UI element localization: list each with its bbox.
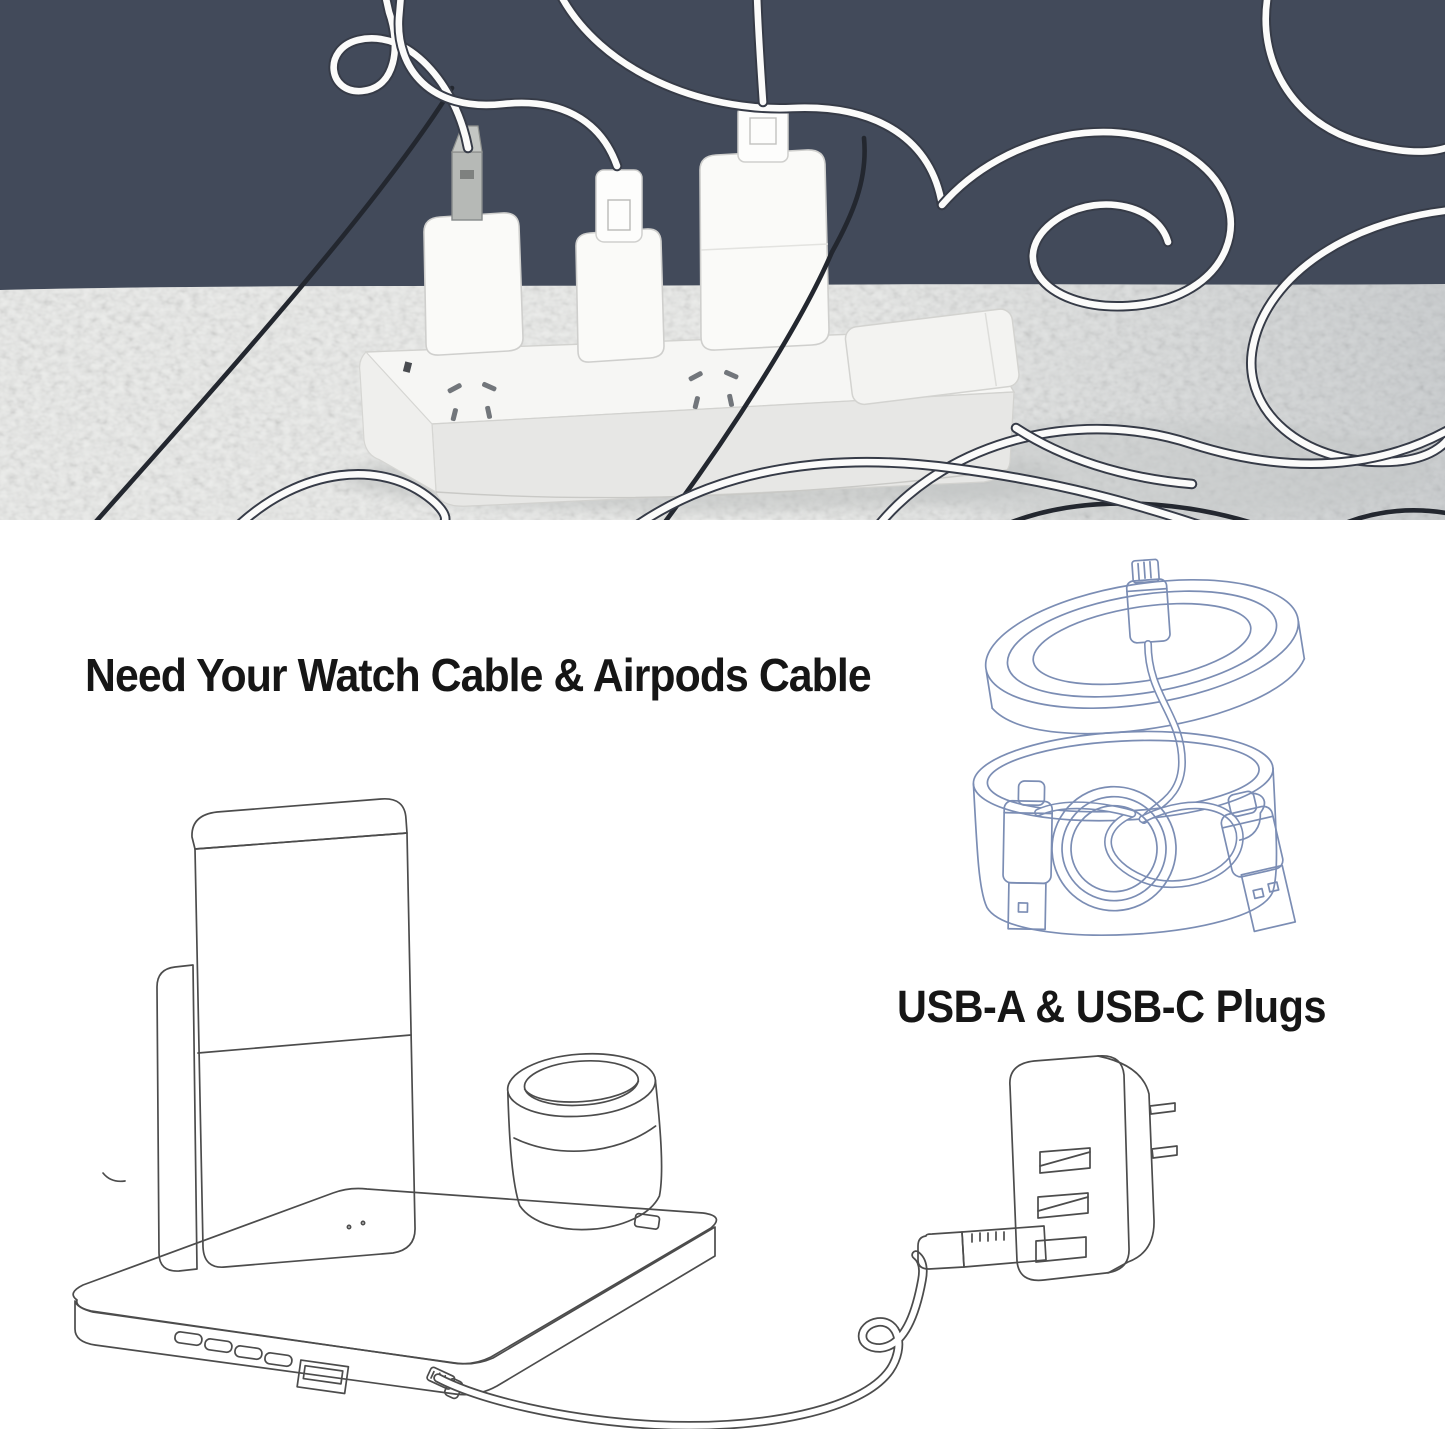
adapter-usb-slots: [1035, 1147, 1091, 1263]
charger-right: [699, 105, 830, 351]
station-base-top: [72, 1187, 718, 1365]
phone-stand-slab: [191, 798, 416, 1268]
winder-ring: [984, 578, 1306, 735]
white-usb-plug: [737, 105, 789, 163]
usb-a-connector-right: [1220, 790, 1297, 933]
caption-watch-airpods-cable: Need Your Watch Cable & Airpods Cable: [85, 649, 872, 701]
usb-a-port: [296, 1359, 350, 1395]
adapter-front-face: [1009, 1055, 1130, 1282]
messy-power-strip-photo: [0, 0, 1445, 520]
caption-usb-plugs: USB-A & USB-C Plugs: [897, 981, 1327, 1032]
phone-stand-back-support: [156, 964, 198, 1272]
power-prongs: [1149, 1102, 1178, 1159]
station-base-front-edge: [74, 1226, 716, 1396]
charger-middle: [575, 169, 665, 363]
cable-organizer-illustration: [972, 558, 1306, 936]
usb-a-metal-connector: [451, 151, 483, 221]
white-usb-plug: [595, 169, 643, 243]
inserted-usb-plug: [917, 1225, 1047, 1270]
connection-cable: [438, 1255, 923, 1426]
airpods-holder-cup: [506, 1052, 663, 1231]
usb-a-connector-left: [1002, 780, 1054, 931]
organizer-case: [972, 730, 1297, 936]
adapter-side-face: [1097, 1055, 1155, 1274]
charging-station-and-adapter-illustration: [72, 798, 1178, 1429]
cable-loops: [1038, 792, 1266, 891]
lying-charger: [844, 308, 1020, 406]
usb-c-connector: [1125, 558, 1171, 644]
usb-wall-adapter: [917, 1055, 1178, 1282]
charging-station-dock: [72, 798, 718, 1400]
charger-left: [423, 125, 524, 356]
station-usb-ports: [174, 1331, 350, 1395]
